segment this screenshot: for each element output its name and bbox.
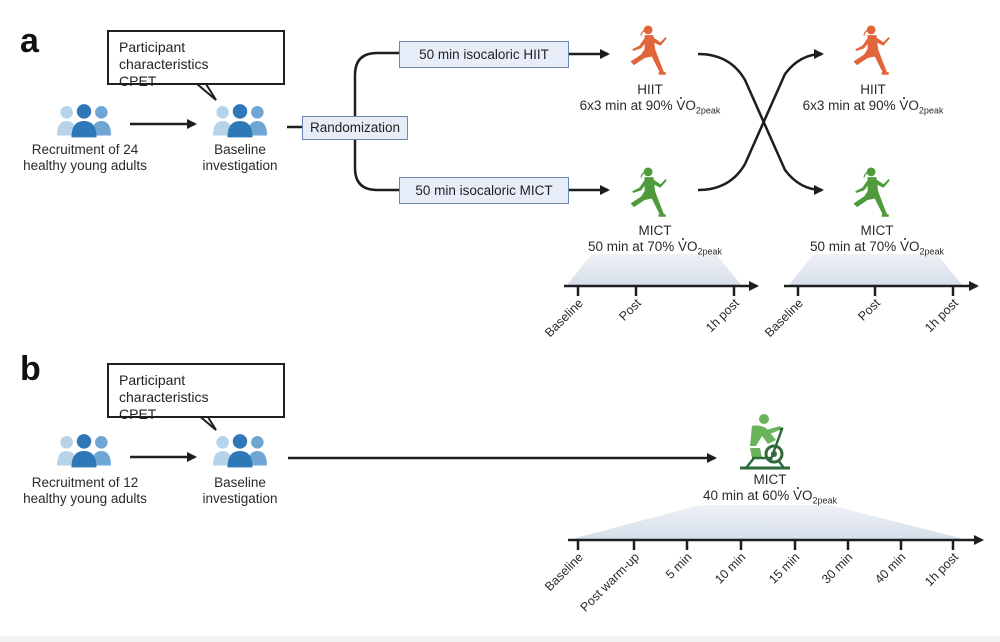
baseline-caption-b: Baseline investigation <box>190 475 290 507</box>
intensity-ramp-a2 <box>788 254 963 286</box>
branch-to-hiit <box>353 51 399 117</box>
baseline-line2-b: investigation <box>202 491 278 506</box>
vo2-label: VO <box>899 97 919 113</box>
people-icon-baseline-b <box>213 434 267 468</box>
callout-box-a: Participant characteristics CPET <box>107 30 285 89</box>
mict-desc-2: 50 min at 70% <box>809 239 900 254</box>
vo2-label: VO <box>678 238 698 254</box>
mict-label-b: MICT 40 min at 60% VO2peak <box>680 472 860 509</box>
runner-icon-hiit-2 <box>853 25 890 75</box>
mict-desc-b: 40 min at 60% <box>702 488 793 503</box>
baseline-line1-a: Baseline <box>214 142 266 157</box>
baseline-caption-a: Baseline investigation <box>190 142 290 174</box>
vo2-label: VO <box>900 238 920 254</box>
mict-label-1: MICT 50 min at 70% VO2peak <box>570 223 740 260</box>
randomization-box: Randomization <box>302 116 408 140</box>
callout-line2-b: CPET <box>119 406 157 422</box>
recruitment-line1-a: Recruitment of 24 <box>31 142 139 157</box>
mict-label-2: MICT 50 min at 70% VO2peak <box>792 223 962 260</box>
crossover-mict-to-hiit <box>697 49 824 192</box>
vo2-label: VO <box>676 97 696 113</box>
recruitment-line2-a: healthy young adults <box>23 158 147 173</box>
exercise-bike-icon <box>740 414 790 470</box>
intensity-ramp-b <box>568 505 968 540</box>
hiit-desc-2: 6x3 min at 90% <box>802 98 900 113</box>
callout-tail-a <box>196 83 217 101</box>
panel-b-letter: b <box>20 350 41 388</box>
runner-icon-hiit-1 <box>630 25 667 75</box>
hiit-protocol-box: 50 min isocaloric HIIT <box>399 41 569 68</box>
footer-bar <box>0 636 1000 642</box>
mict-desc-1: 50 min at 70% <box>587 239 678 254</box>
mict-title-2: MICT <box>860 223 894 238</box>
callout-line2-a: CPET <box>119 73 157 89</box>
mict-title-1: MICT <box>638 223 672 238</box>
mict-protocol-box: 50 min isocaloric MICT <box>399 177 569 204</box>
hiit-label-1: HIIT 6x3 min at 90% VO2peak <box>565 82 735 119</box>
intensity-ramp-a1 <box>566 254 742 286</box>
vo2-subscript: 2peak <box>695 105 721 116</box>
panel-a-letter: a <box>20 22 39 60</box>
vo2-label: VO <box>793 487 813 503</box>
mict-title-b: MICT <box>753 472 787 487</box>
callout-box-b: Participant characteristics CPET <box>107 363 285 422</box>
hiit-title-1: HIIT <box>637 82 663 97</box>
baseline-line2-a: investigation <box>202 158 278 173</box>
runner-icon-mict-1 <box>630 167 667 217</box>
callout-line1-b: Participant characteristics <box>119 372 209 405</box>
recruitment-line1-b: Recruitment of 12 <box>31 475 139 490</box>
vo2-subscript: 2peak <box>697 246 723 257</box>
hiit-desc-1: 6x3 min at 90% <box>579 98 677 113</box>
branch-to-mict <box>353 138 399 192</box>
vo2-subscript: 2peak <box>812 495 838 506</box>
vo2-subscript: 2peak <box>919 246 945 257</box>
vo2-subscript: 2peak <box>918 105 944 116</box>
recruitment-caption-a: Recruitment of 24 healthy young adults <box>20 142 150 174</box>
people-icon-recruitment-a <box>57 104 111 138</box>
crossover-hiit-to-mict <box>697 52 824 195</box>
baseline-line1-b: Baseline <box>214 475 266 490</box>
people-icon-recruitment-b <box>57 434 111 468</box>
people-icon-baseline-a <box>213 104 267 138</box>
hiit-label-2: HIIT 6x3 min at 90% VO2peak <box>788 82 958 119</box>
hiit-title-2: HIIT <box>860 82 886 97</box>
callout-tail-b <box>196 413 217 431</box>
runner-icon-mict-2 <box>853 167 890 217</box>
recruitment-caption-b: Recruitment of 12 healthy young adults <box>20 475 150 507</box>
recruitment-line2-b: healthy young adults <box>23 491 147 506</box>
callout-line1-a: Participant characteristics <box>119 39 209 72</box>
